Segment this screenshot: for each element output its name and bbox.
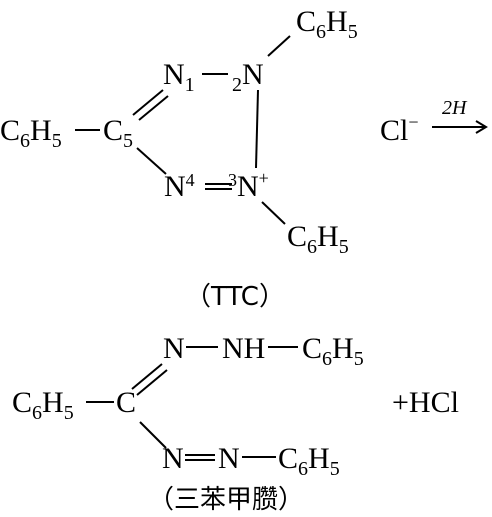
product-lower-n2: N (218, 442, 240, 475)
counter-ion: Cl− (380, 112, 419, 147)
product-upper-nh: NH (222, 332, 265, 365)
atom-c5: C5 (103, 114, 133, 152)
bond-n3-bottom-phenyl (261, 201, 286, 225)
product-name: （三苯甲臜） (148, 485, 304, 515)
atom-n4: N4 (164, 170, 195, 203)
bottom-phenyl-label: C6H5 (287, 220, 349, 258)
bond-c5-n4 (136, 147, 167, 175)
left-phenyl-label: C6H5 (0, 114, 62, 152)
atom-n1: N1 (163, 58, 195, 96)
product-center-c: C (116, 386, 136, 419)
product-left-phenyl: C6H5 (12, 386, 74, 424)
product-lower-n1: N (162, 442, 184, 475)
atom-n3: 3N+ (228, 168, 269, 203)
reaction-arrow-head (475, 120, 488, 134)
reagent-label: 2H (442, 97, 468, 119)
bond-c-upper-n-b (136, 369, 168, 396)
product-upper-phenyl: C6H5 (302, 332, 364, 370)
product-lower-phenyl: C6H5 (278, 442, 340, 480)
top-phenyl-label: C6H5 (296, 5, 358, 43)
bond-n2-n3 (255, 89, 259, 169)
bond-n2-top-phenyl (267, 35, 291, 57)
product-upper-n: N (163, 332, 185, 365)
product-byproduct: +HCl (392, 386, 459, 419)
bond-c5-n1-a (132, 89, 164, 116)
reactant-name: （TTC） (185, 282, 285, 312)
atom-n2: 2N (232, 58, 264, 96)
bond-c-upper-n-a (131, 363, 163, 390)
bond-c-lower-n (139, 421, 167, 449)
bond-c5-n1-b (138, 95, 169, 121)
